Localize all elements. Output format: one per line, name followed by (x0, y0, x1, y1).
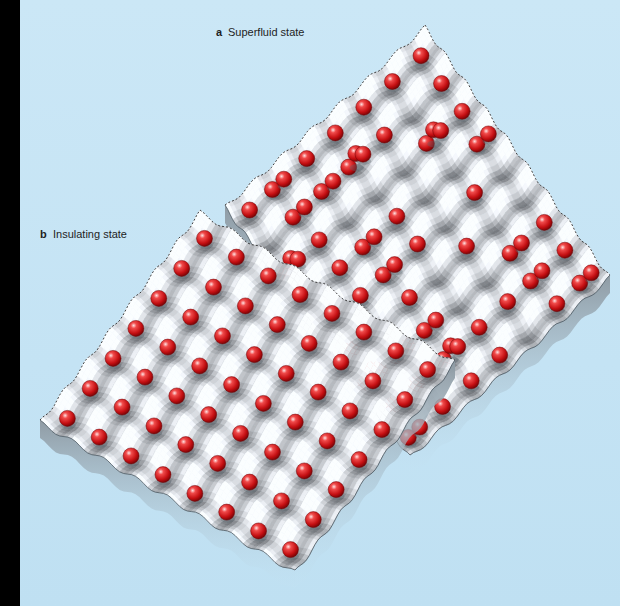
atom-ball (384, 74, 400, 90)
atom-shadow (427, 140, 441, 147)
atom-ball (454, 103, 470, 119)
atom-ball (433, 123, 449, 139)
atom-ball (327, 125, 343, 141)
atom-ball (376, 127, 392, 143)
atom-ball (480, 126, 496, 142)
atom-ball (311, 232, 327, 248)
atom-ball (332, 260, 348, 276)
atom-ball (434, 76, 450, 92)
atom-ball (299, 151, 315, 167)
atom-ball (325, 173, 341, 189)
atom-ball (389, 208, 405, 224)
atom-ball (356, 99, 372, 115)
atom-ball (296, 199, 312, 215)
atom-shadow (350, 164, 364, 171)
atom-ball (276, 171, 292, 187)
atom-ball (366, 229, 382, 245)
atom-ball (355, 146, 371, 162)
atom-ball (413, 48, 429, 64)
atom-ball (242, 202, 258, 218)
